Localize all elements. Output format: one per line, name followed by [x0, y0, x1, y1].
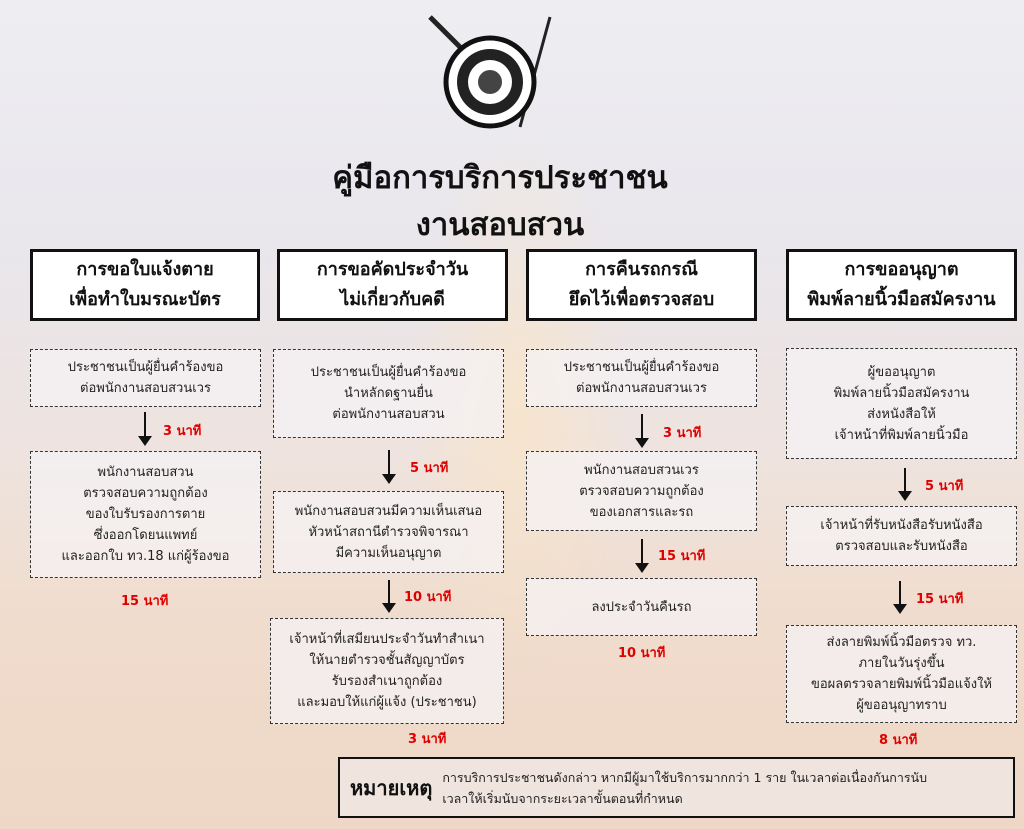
column-header-death-notice: การขอใบแจ้งตาย เพื่อทำใบมรณะบัตร [30, 249, 260, 321]
flow-step: พนักงานสอบสวน ตรวจสอบความถูกต้อง ของใบรั… [30, 451, 261, 578]
flow-step: ประชาชนเป็นผู้ยื่นคำร้องขอ ต่อพนักงานสอบ… [30, 349, 261, 407]
flow-step: เจ้าหน้าที่เสมียนประจำวันทำสำเนา ให้นายต… [270, 618, 504, 724]
step-duration: 10 นาที [404, 590, 452, 605]
step-duration: 15 นาที [916, 592, 964, 607]
arrow-down-icon [635, 539, 649, 573]
step-duration: 15 นาที [121, 594, 169, 609]
note-box: หมายเหตุ การบริการประชาชนดังกล่าว หากมีผ… [338, 757, 1015, 818]
arrow-down-icon [382, 450, 396, 484]
column-header-vehicle-return: การคืนรถกรณี ยึดไว้เพื่อตรวจสอบ [526, 249, 757, 321]
step-duration: 15 นาที [658, 549, 706, 564]
arrow-down-icon [898, 468, 912, 501]
column-header-fingerprint: การขออนุญาต พิมพ์ลายนิ้วมือสมัครงาน [786, 249, 1017, 321]
step-duration: 10 นาที [618, 646, 666, 661]
flow-step: ประชาชนเป็นผู้ยื่นคำร้องขอ นำหลักดฐานยื่… [273, 349, 504, 438]
step-duration: 3 นาที [163, 424, 202, 439]
arrow-down-icon [893, 581, 907, 614]
step-duration: 3 นาที [663, 426, 702, 441]
column-header-daily-record: การขอคัดประจำวัน ไม่เกี่ยวกับคดี [277, 249, 508, 321]
flow-step: ลงประจำวันคืนรถ [526, 578, 757, 636]
flow-step: ประชาชนเป็นผู้ยื่นคำร้องขอ ต่อพนักงานสอบ… [526, 349, 757, 407]
note-text: การบริการประชาชนดังกล่าว หากมีผู้มาใช้บร… [442, 769, 928, 806]
step-duration: 8 นาที [879, 733, 918, 748]
step-duration: 5 นาที [410, 461, 449, 476]
note-label: หมายเหตุ [350, 775, 433, 800]
arrow-down-icon [138, 412, 152, 446]
flow-step: ผู้ขออนุญาต พิมพ์ลายนิ้วมือสมัครงาน ส่งห… [786, 348, 1017, 459]
flow-step: เจ้าหน้าที่รับหนังสือรับหนังสือ ตรวจสอบแ… [786, 506, 1017, 566]
step-duration: 3 นาที [408, 732, 447, 747]
police-emblem-icon [425, 12, 555, 130]
step-duration: 5 นาที [925, 479, 964, 494]
flow-step: พนักงานสอบสวนเวร ตรวจสอบความถูกต้อง ของเ… [526, 451, 757, 531]
page-title: คู่มือการบริการประชาชน [332, 160, 668, 196]
arrow-down-icon [382, 580, 396, 613]
page-subtitle: งานสอบสวน [415, 207, 585, 243]
flow-step: ส่งลายพิมพ์นิ้วมือตรวจ ทว. ภายในวันรุ่งข… [786, 625, 1017, 723]
flow-step: พนักงานสอบสวนมีความเห็นเสนอ หัวหน้าสถานี… [273, 491, 504, 573]
arrow-down-icon [635, 414, 649, 448]
